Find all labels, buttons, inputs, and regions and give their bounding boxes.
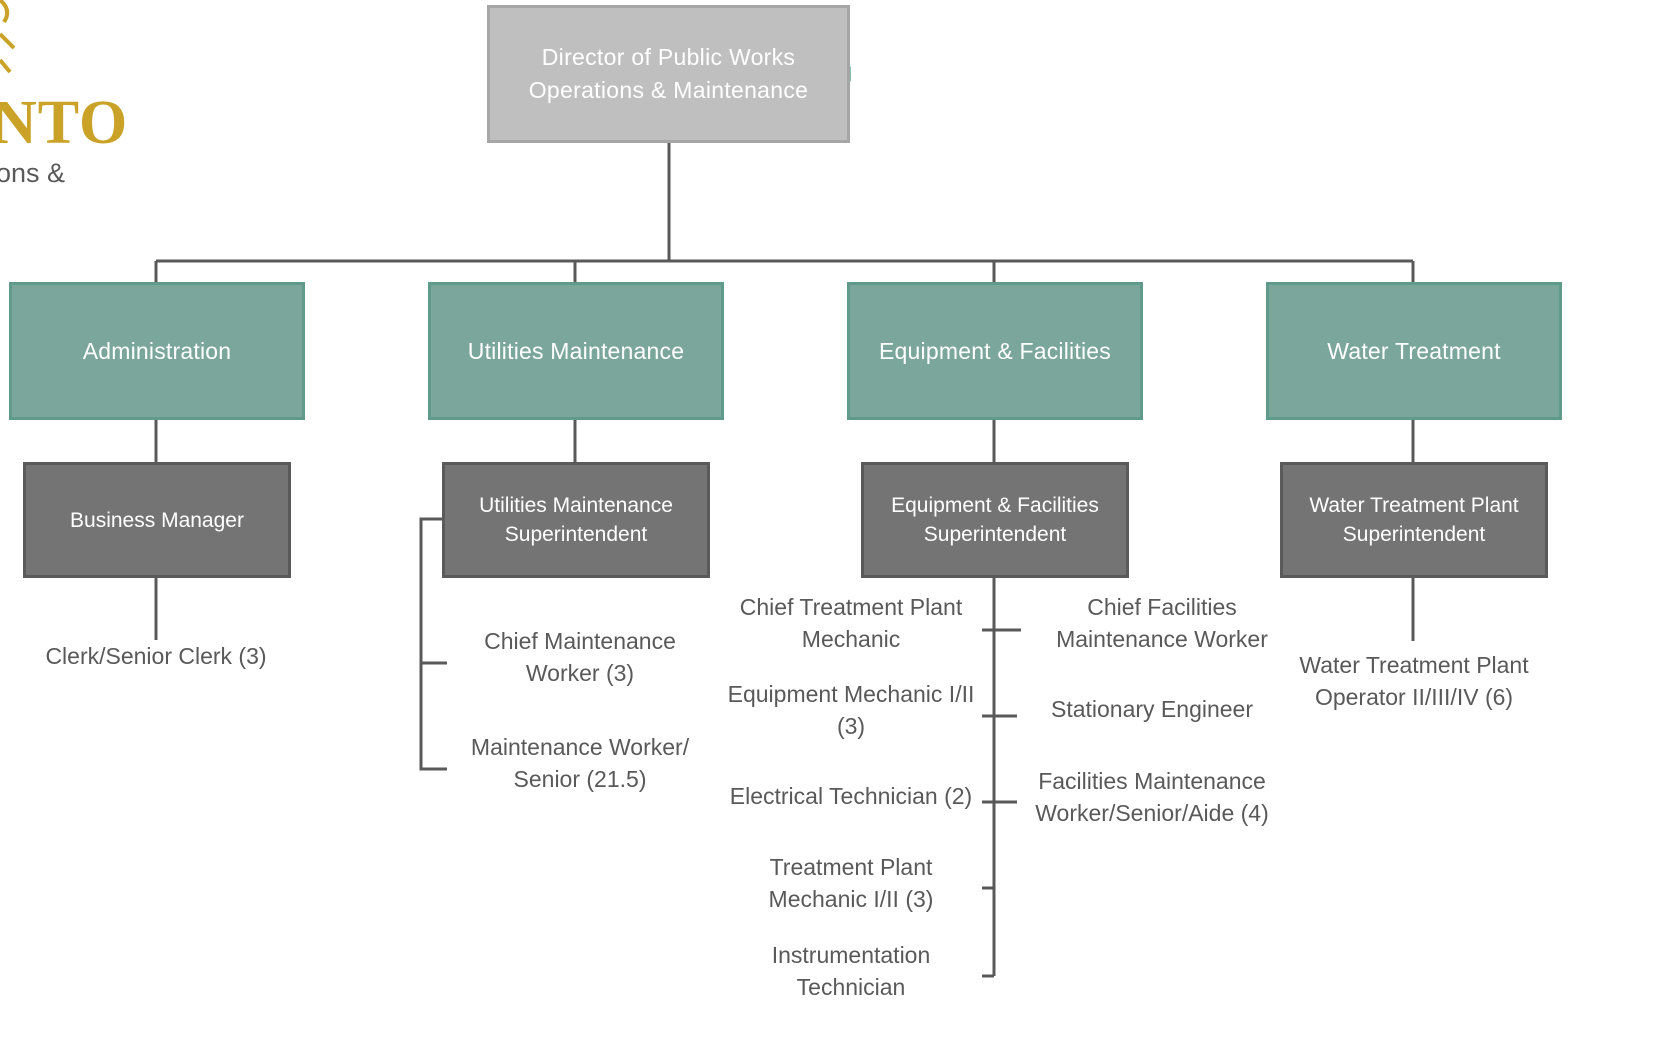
logo-subtitle: ons &	[0, 158, 66, 188]
dept-administration: Administration	[9, 282, 305, 420]
staff-treatment-plant-mechanic: Treatment Plant Mechanic I/II (3)	[768, 854, 934, 912]
dept-utilities-maintenance: Utilities Maintenance	[428, 282, 724, 420]
staff-stationary-engineer: Stationary Engineer	[1050, 696, 1253, 722]
staff-equipment-mechanic: Equipment Mechanic I/II (3)	[727, 681, 975, 739]
staff-clerk: Clerk/Senior Clerk (3)	[45, 643, 267, 669]
dept-label: Equipment & Facilities	[879, 337, 1111, 364]
logo-wordmark: NTO	[0, 89, 129, 157]
dept-label: Water Treatment	[1327, 337, 1501, 364]
dept-water-treatment: Water Treatment	[1266, 282, 1562, 420]
staff-instrumentation-technician: Instrumentation Technician	[771, 942, 931, 1000]
director-title-line2: Operations & Maintenance	[528, 77, 809, 103]
dept-label: Administration	[82, 337, 232, 364]
logo-mark	[0, 0, 16, 74]
business-manager-box: Business Manager	[23, 462, 291, 578]
director-title-line1: Director of Public Works	[541, 44, 796, 70]
utilities-superintendent-box: Utilities Maintenance Superintendent	[442, 462, 710, 578]
water-superintendent-box: Water Treatment Plant Superintendent	[1280, 462, 1548, 578]
staff-chief-treatment-plant-mechanic: Chief Treatment Plant Mechanic	[739, 594, 963, 652]
dept-equipment-facilities: Equipment & Facilities	[847, 282, 1143, 420]
dept-label: Utilities Maintenance	[467, 337, 685, 364]
equipment-superintendent-box: Equipment & Facilities Superintendent	[861, 462, 1129, 578]
utilities-staff-bracket	[419, 517, 447, 771]
director-box: Director of Public Works Operations & Ma…	[487, 5, 850, 143]
staff-maintenance-worker: Maintenance Worker/ Senior (21.5)	[470, 734, 690, 792]
staff-chief-maintenance-worker: Chief Maintenance Worker (3)	[484, 628, 676, 686]
staff-chief-facilities-maintenance-worker: Chief Facilities Maintenance Worker	[1056, 594, 1268, 652]
staff-electrical-technician: Electrical Technician (2)	[729, 783, 973, 809]
staff-water-treatment-operator: Water Treatment Plant Operator II/III/IV…	[1299, 652, 1529, 710]
staff-facilities-maintenance-worker: Facilities Maintenance Worker/Senior/Aid…	[1035, 768, 1269, 826]
